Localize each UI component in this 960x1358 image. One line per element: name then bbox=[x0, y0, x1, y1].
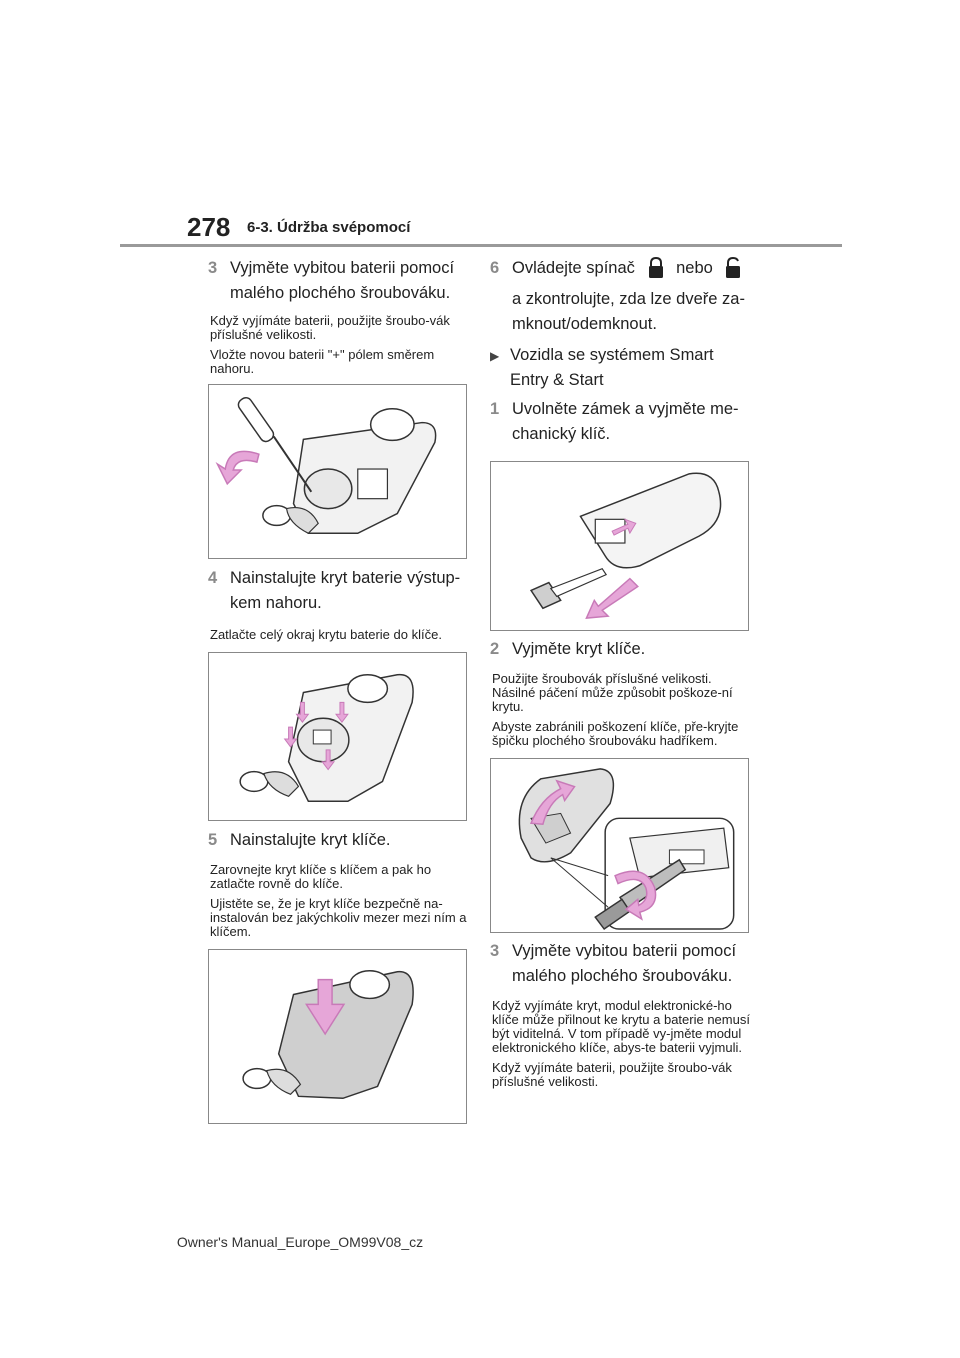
bullet-smart-entry: ▶ Vozidla se systémem Smart Entry & Star… bbox=[490, 343, 752, 393]
header-rule bbox=[120, 244, 842, 247]
note: Použijte šroubovák příslušné velikosti. … bbox=[492, 671, 733, 714]
lock-icon bbox=[648, 257, 663, 278]
step-number: 4 bbox=[208, 569, 218, 587]
figure-install-key-cover bbox=[208, 949, 467, 1124]
note: Zatlačte celý okraj krytu baterie do klí… bbox=[210, 627, 442, 642]
section-title: 6-3. Údržba svépomocí bbox=[247, 219, 411, 236]
step-text-mid: nebo bbox=[676, 259, 713, 277]
step-number: 6 bbox=[490, 259, 500, 277]
illustration-install-key-cover bbox=[242, 970, 414, 1100]
step-3-left: 3 Vyjměte vybitou baterii pomocí malého … bbox=[208, 256, 470, 306]
step-text: Nainstalujte kryt baterie výstup-kem nah… bbox=[230, 569, 461, 612]
page-number: 278 bbox=[187, 212, 231, 242]
arrow-icon bbox=[529, 779, 576, 826]
step-text-before: Ovládejte spínač bbox=[512, 259, 635, 277]
step-3-right: 3 Vyjměte vybitou baterii pomocí malého … bbox=[490, 939, 752, 989]
step-text: Uvolněte zámek a vyjměte me-chanický klí… bbox=[512, 400, 739, 443]
illustration-remove-battery bbox=[215, 396, 437, 535]
illustration-install-battery-cover bbox=[239, 673, 414, 802]
arrow-icon bbox=[611, 518, 637, 536]
step-number: 1 bbox=[490, 400, 500, 418]
step-text: Vyjměte vybitou baterii pomocí malého pl… bbox=[512, 942, 737, 985]
step-text: Nainstalujte kryt klíče. bbox=[230, 831, 391, 849]
note: Vložte novou baterii "+" pólem směrem na… bbox=[210, 347, 435, 376]
step-number: 2 bbox=[490, 640, 500, 658]
figure-remove-mechanical-key bbox=[490, 461, 749, 631]
step-5-left: 5 Nainstalujte kryt klíče. bbox=[208, 828, 470, 853]
screwdriver-icon bbox=[237, 396, 313, 493]
step-text: Ovládejte spínač nebo a zkontrolujte, zd… bbox=[512, 256, 752, 337]
figure-remove-key-cover bbox=[490, 758, 749, 933]
note: Když vyjímáte baterii, použijte šroubo-v… bbox=[492, 1060, 732, 1089]
step-1-right: 1 Uvolněte zámek a vyjměte me-chanický k… bbox=[490, 397, 752, 447]
arrow-icon bbox=[585, 577, 639, 619]
step-number: 5 bbox=[208, 831, 218, 849]
footer-manual-id: Owner's Manual_Europe_OM99V08_cz bbox=[176, 1234, 424, 1250]
illustration-remove-mechanical-key bbox=[529, 472, 722, 619]
unlock-icon bbox=[726, 257, 741, 278]
bullet-text: Vozidla se systémem Smart Entry & Start bbox=[510, 346, 714, 389]
step-text-after: a zkontrolujte, zda lze dveře za-mknout/… bbox=[512, 290, 745, 333]
step-number: 3 bbox=[490, 942, 500, 960]
step-number: 3 bbox=[208, 259, 218, 277]
step-4-left: 4 Nainstalujte kryt baterie výstup-kem n… bbox=[208, 566, 470, 616]
note: Když vyjímáte kryt, modul elektronické-h… bbox=[492, 998, 750, 1055]
arrow-icon bbox=[215, 450, 260, 486]
figure-remove-battery bbox=[208, 384, 467, 559]
arrow-icon bbox=[283, 701, 349, 771]
arrow-icon bbox=[614, 870, 657, 921]
step-text: Vyjměte kryt klíče. bbox=[512, 640, 646, 658]
step-2-right: 2 Vyjměte kryt klíče. bbox=[490, 637, 752, 662]
note: Ujistěte se, že je kryt klíče bezpečně n… bbox=[210, 896, 467, 939]
step-text: Vyjměte vybitou baterii pomocí malého pl… bbox=[230, 259, 455, 302]
arrow-icon bbox=[305, 978, 346, 1036]
left-column: 3 Vyjměte vybitou baterii pomocí malého … bbox=[208, 256, 470, 1124]
note: Abyste zabránili poškození klíče, pře-kr… bbox=[492, 719, 739, 748]
triangle-bullet-icon: ▶ bbox=[490, 349, 500, 363]
illustration-remove-key-cover bbox=[518, 768, 735, 931]
figure-install-battery-cover bbox=[208, 652, 467, 821]
note: Když vyjímáte baterii, použijte šroubo-v… bbox=[210, 313, 450, 342]
note: Zarovnejte kryt klíče s klíčem a pak ho … bbox=[210, 862, 432, 891]
step-6-right: 6 Ovládejte spínač nebo a zkontrolujte, … bbox=[490, 256, 752, 337]
right-column: 6 Ovládejte spínač nebo a zkontrolujte, … bbox=[490, 256, 752, 1089]
key-icon bbox=[529, 568, 608, 610]
